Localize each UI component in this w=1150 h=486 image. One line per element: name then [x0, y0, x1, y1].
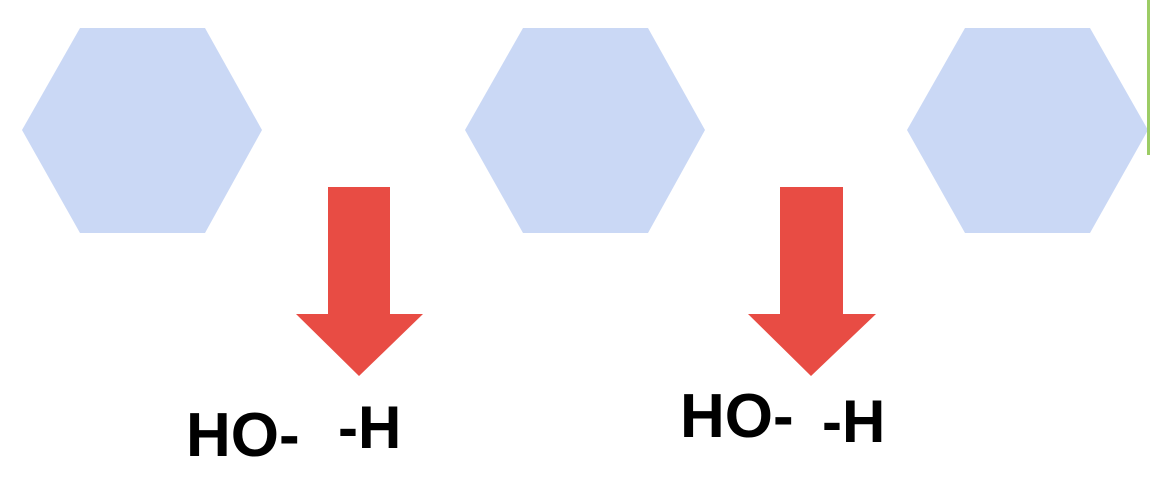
- hexagon-ring-2: [465, 28, 705, 233]
- hydrogen-label-2: -H: [822, 388, 886, 455]
- hexagon-ring-3: [907, 28, 1148, 233]
- hydrogen-label-1: -H: [338, 394, 402, 461]
- right-edge-line: [1147, 0, 1150, 155]
- hydroxyl-label-2: HO-: [680, 382, 794, 451]
- down-arrow-1: [296, 187, 423, 376]
- hydroxyl-label-1: HO-: [186, 401, 300, 470]
- down-arrow-2: [748, 187, 876, 376]
- hexagon-ring-1: [22, 28, 262, 233]
